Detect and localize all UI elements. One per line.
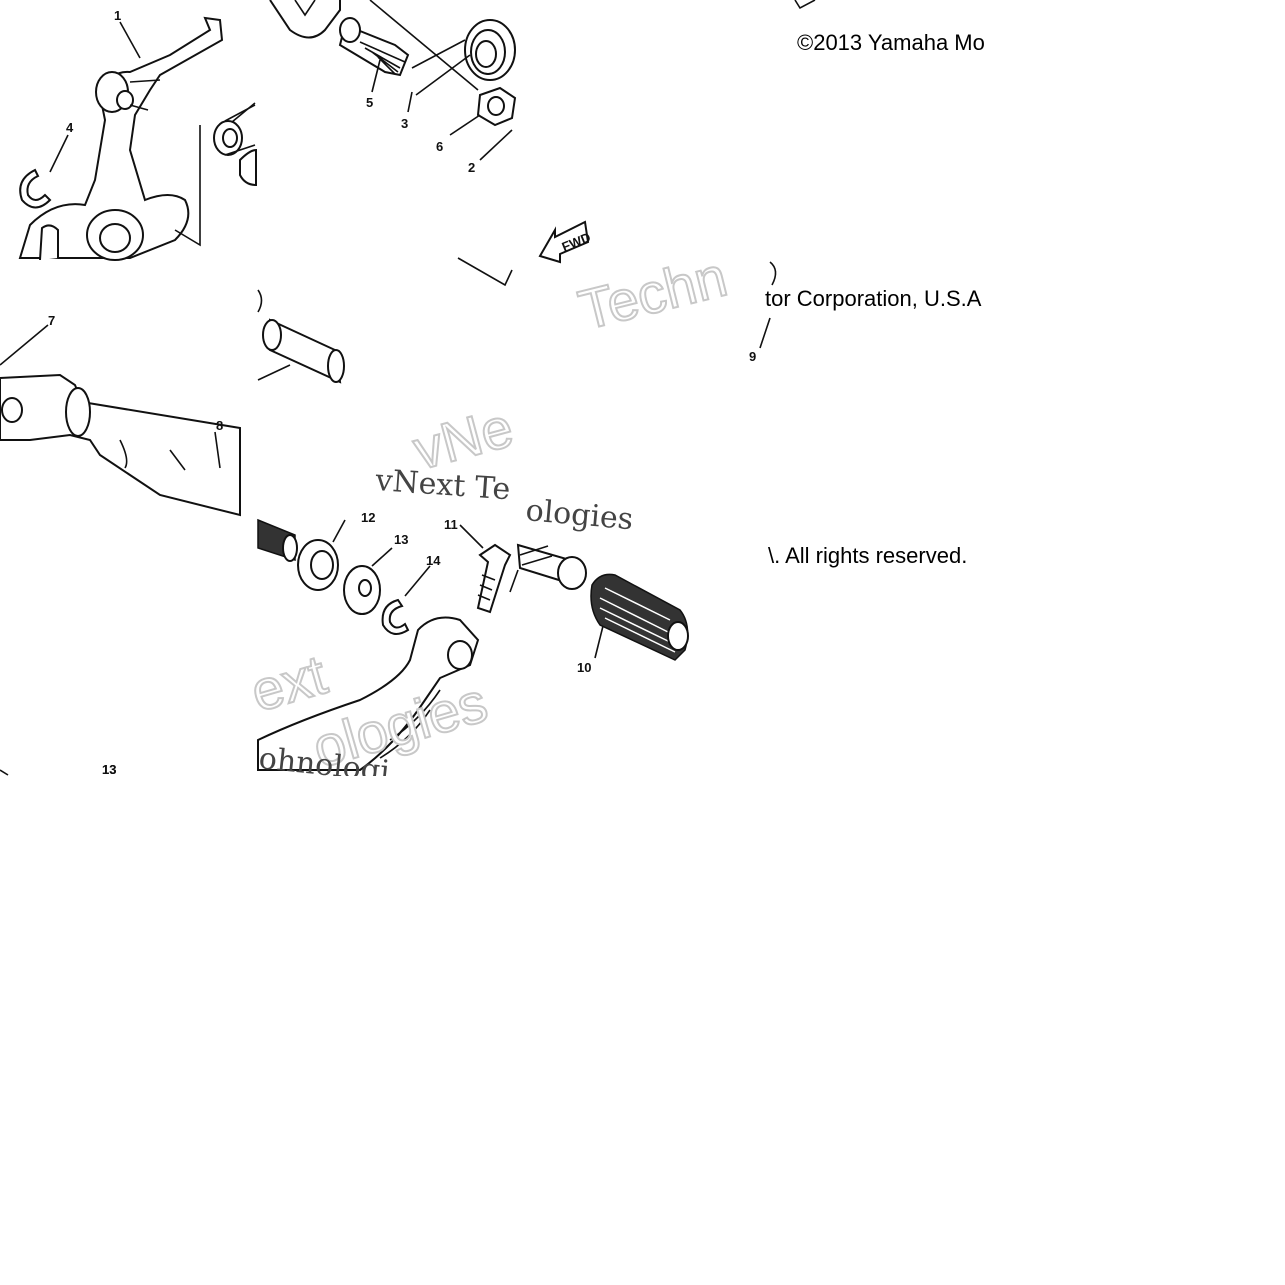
clamp-bolt-part [476, 543, 512, 614]
callout-7: 7 [48, 313, 55, 328]
callout-3: 3 [401, 116, 408, 131]
pin-bolt-part [338, 17, 410, 77]
callout-6: 6 [436, 139, 443, 154]
copyright-line-3: \. All rights reserved. [768, 543, 967, 568]
callout-5: 5 [366, 95, 373, 110]
svg-text:13: 13 [102, 762, 116, 777]
callout-8: 8 [216, 418, 223, 433]
callout-4: 4 [66, 120, 74, 135]
callout-10: 10 [577, 660, 591, 675]
nut-part [476, 86, 517, 127]
watermark-ologies-2: ologies [524, 493, 634, 537]
oil-seal-part [297, 539, 339, 591]
pedal-rubber-part [590, 573, 689, 661]
circlip-part [19, 168, 52, 209]
shift-pedal-part [257, 616, 480, 771]
callout-13-lower: 13 [102, 762, 116, 777]
callout-2: 2 [468, 160, 475, 175]
shift-arm-part [18, 16, 224, 261]
copyright-line-1: ©2013 Yamaha Mo [797, 30, 985, 55]
torsion-spring-part [411, 19, 516, 96]
blank-area [0, 776, 1285, 1285]
callout-9: 9 [749, 349, 756, 364]
callout-14: 14 [426, 553, 441, 568]
shift-shaft-part [0, 373, 241, 517]
pivot-pin-part [516, 543, 587, 590]
stopper-plate-part [269, 0, 341, 39]
dowel-pin-part [257, 257, 513, 384]
callout-13: 13 [394, 532, 408, 547]
e-clip-part [381, 598, 410, 635]
fwd-arrow-icon: FWD [538, 220, 593, 264]
callout-12: 12 [361, 510, 375, 525]
collar-part [213, 104, 257, 187]
spline-end-part [257, 518, 298, 562]
callout-11: 11 [444, 517, 458, 532]
watermark-techn: Techn [573, 244, 733, 341]
callout-1: 1 [114, 8, 121, 23]
washer-part [343, 565, 381, 615]
callout-labels: 1 2 3 4 5 6 7 8 9 10 11 12 13 14 13 [48, 8, 756, 777]
watermark-ext: ext [244, 642, 334, 723]
copyright-line-2: tor Corporation, U.S.A [765, 286, 982, 311]
watermark-vnext-te: vNext Te [373, 463, 511, 507]
